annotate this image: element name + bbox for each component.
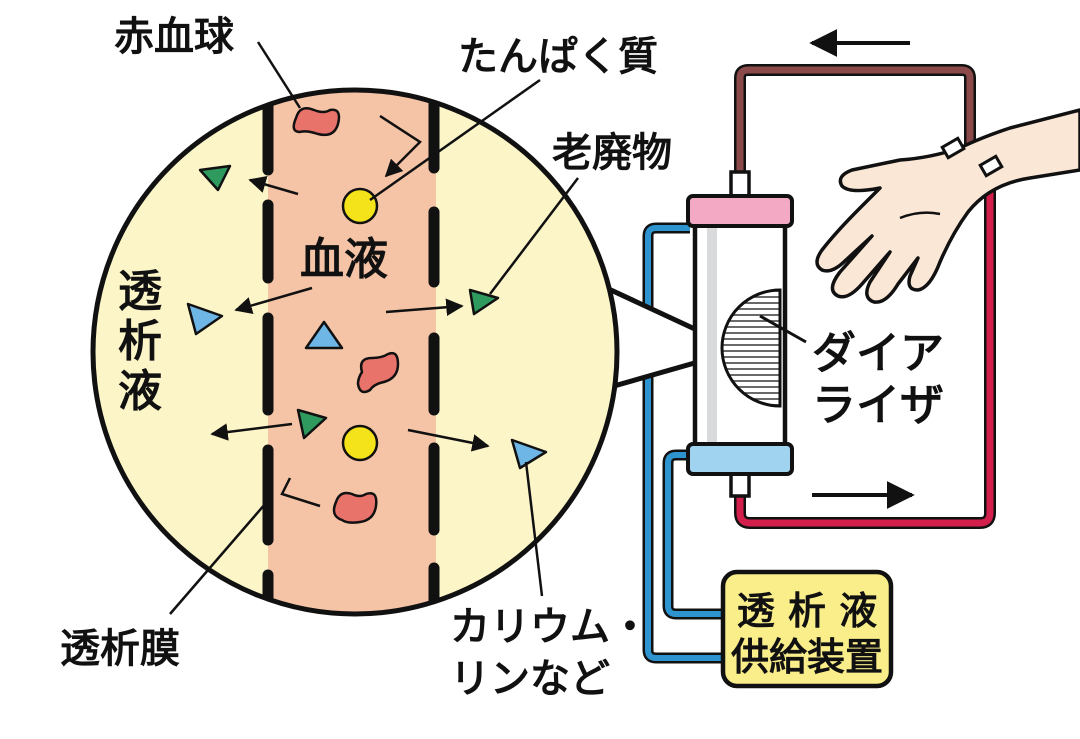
label-dialysate-3: 液 bbox=[118, 366, 162, 417]
label-dialysate-2: 析 bbox=[118, 316, 162, 367]
label-membrane: 透析膜 bbox=[60, 626, 180, 672]
label-red-blood-cell: 赤血球 bbox=[114, 14, 235, 60]
patient-hand bbox=[815, 108, 1080, 304]
label-protein: たんぱく質 bbox=[458, 34, 658, 80]
needle-connector bbox=[978, 154, 1004, 178]
label-minerals-1: カリウム・ bbox=[450, 604, 650, 650]
dialyzer-leader-line bbox=[759, 314, 807, 344]
blood-tubing bbox=[734, 64, 996, 529]
mineral-particle bbox=[510, 438, 548, 470]
label-dialysate-1: 透 bbox=[118, 266, 163, 317]
label-dialyzer-1: ダイア bbox=[812, 328, 944, 379]
label-blood: 血液 bbox=[300, 234, 388, 285]
waste-particle bbox=[198, 164, 232, 192]
red-blood-cell bbox=[292, 107, 341, 137]
dialysate-tubing bbox=[642, 222, 725, 664]
red-blood-cell bbox=[332, 491, 378, 524]
dialyzer-cap-top bbox=[686, 194, 794, 228]
dialyzer bbox=[686, 170, 807, 498]
protein-particle bbox=[341, 424, 379, 462]
needle-connector bbox=[940, 136, 966, 160]
magnified-view bbox=[90, 87, 620, 617]
supply-label-line1: 透 析 液 bbox=[737, 589, 877, 633]
label-minerals-2: リンなど bbox=[450, 656, 610, 702]
dialysate-supply-unit: 透 析 液 供給装置 bbox=[720, 569, 894, 689]
waste-particle bbox=[468, 288, 500, 316]
blood-band bbox=[268, 90, 436, 614]
label-waste: 老廃物 bbox=[552, 130, 672, 176]
waste-particle bbox=[296, 408, 328, 440]
label-dialyzer-2: ライザ bbox=[812, 380, 944, 431]
supply-label-line2: 供給装置 bbox=[731, 635, 883, 679]
flow-arrows bbox=[809, 29, 915, 509]
magnified-outline bbox=[90, 87, 620, 617]
supply-box bbox=[720, 569, 894, 689]
protein-particle bbox=[341, 187, 379, 225]
mineral-particle bbox=[304, 320, 344, 350]
leader-lines bbox=[169, 41, 579, 615]
mineral-particle bbox=[186, 302, 224, 336]
dialyzer-cap-bottom bbox=[686, 442, 794, 476]
movement-arrows bbox=[210, 114, 490, 508]
red-blood-cell bbox=[356, 351, 400, 394]
